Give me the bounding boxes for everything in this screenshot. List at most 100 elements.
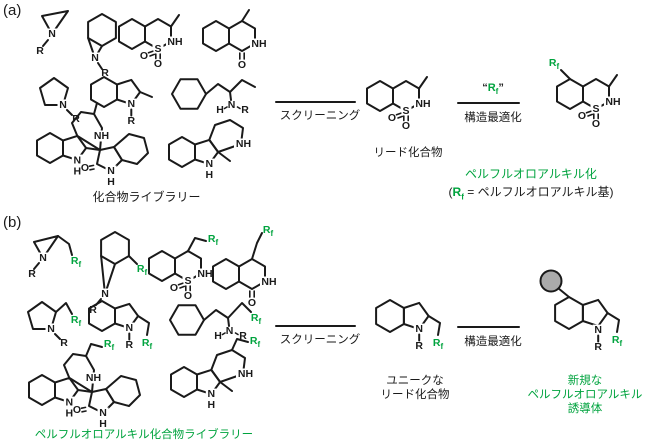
label-mask (413, 323, 425, 335)
rf-group-label: Rf (142, 337, 153, 351)
benzene-ring (168, 136, 196, 168)
atom-r: R (128, 115, 136, 127)
atom-o: O (73, 404, 81, 416)
rf-chain (427, 315, 441, 336)
s-o-double-bond (179, 285, 186, 289)
c-o-double-bond (81, 410, 87, 413)
atom-nh: NH (86, 372, 101, 384)
lactam-ring (228, 20, 256, 52)
rf-group-label: Rf (208, 233, 219, 247)
atom-h: H (206, 169, 214, 181)
atom-r: R (126, 339, 134, 351)
label-mask (92, 130, 111, 142)
atom-n: N (126, 322, 134, 334)
molecule-lactam: NH O (202, 9, 268, 71)
benzene-ring (556, 78, 584, 110)
screening-arrow-a (275, 101, 356, 103)
aziridine-ring (41, 10, 69, 35)
molecule-carboline-rf: Rf NH N H (170, 335, 260, 411)
label-mask (97, 407, 109, 419)
atom-h: H (214, 330, 222, 342)
methyl-bond (219, 381, 233, 392)
arrow-head (355, 322, 365, 331)
substituent-sphere (539, 269, 563, 293)
unique-lead-caption: ユニークな リード化合物 (380, 375, 450, 401)
chain-bonds (229, 79, 256, 93)
atom-r: R (415, 340, 423, 352)
atom-r: R (60, 337, 68, 349)
quote-close: ” (498, 82, 504, 94)
atom-nh: NH (167, 36, 182, 48)
spiro-bond (85, 147, 101, 151)
rf-chain (606, 312, 620, 333)
atom-n: N (39, 252, 47, 264)
new-derivative-caption: 新規な ペルフルオロアルキル 誘導体 (527, 375, 643, 415)
s-o-double-bond (395, 112, 402, 116)
atom-o: O (81, 162, 89, 174)
methyl-bond (418, 76, 428, 90)
label-mask (604, 96, 622, 108)
label-mask (89, 52, 101, 64)
atom-n: N (91, 52, 99, 64)
substituent-bond (557, 287, 570, 298)
lactam-core: NH O (212, 258, 278, 309)
rf-group-label: Rf (612, 334, 623, 348)
optimization-label-b: 構造最適化 (464, 336, 522, 348)
molecule-benzosultam-rf: Rf S NH O O (148, 233, 219, 302)
molecule-aziridine-rf: N R Rf (28, 235, 81, 280)
atom-o: O (170, 282, 178, 294)
screening-label-a: スクリーニング (279, 110, 361, 122)
benzosultam-core: S NH O O (148, 250, 214, 302)
rf-chain (187, 237, 207, 252)
rf-bond (560, 69, 571, 80)
methyl-bond (93, 102, 98, 115)
atom-n: N (47, 323, 55, 335)
atom-o: O (184, 290, 192, 302)
atom-o: O (154, 58, 162, 70)
molecule-aziridine: N R (36, 10, 69, 57)
n-r-bond (236, 106, 241, 110)
s-o-double-bond (149, 53, 156, 57)
atom-h: H (66, 408, 74, 420)
atom-nh: NH (94, 130, 109, 142)
chain-bonds (205, 83, 231, 95)
label-mask (592, 324, 604, 336)
aziridine-ring (33, 235, 59, 259)
c-o-double-bond (89, 168, 95, 171)
label-mask (236, 368, 255, 380)
atom-nh: NH (261, 276, 276, 288)
phenyl-ring (171, 78, 207, 110)
n-h-bond (221, 332, 226, 336)
screening-label-b: スクリーニング (279, 334, 361, 346)
s-o-double-bond (147, 50, 154, 54)
rf-group-label: Rf (433, 337, 444, 351)
atom-n: N (228, 99, 236, 111)
atom-n: N (208, 388, 216, 400)
atom-n: N (101, 288, 109, 300)
atom-nh: NH (415, 98, 430, 110)
pyrrolidine-ring (39, 77, 69, 106)
atom-n: N (74, 155, 82, 167)
molecule-carboline: NH N H (168, 119, 253, 181)
molecule-product-rf-benzosultam: Rf S NH O O (549, 57, 622, 130)
atom-r: R (239, 330, 247, 342)
c-n-bond (227, 317, 230, 327)
rf-definition-caption: (Rf = ペルフルオロアルキル基) (448, 185, 614, 202)
methyl-bond (139, 91, 153, 98)
spiro-bond (77, 389, 93, 393)
n-r-bond (234, 332, 239, 336)
label-mask (84, 372, 103, 384)
atom-n: N (128, 98, 136, 110)
n-r-bond (66, 109, 73, 116)
benzene-ring (105, 375, 141, 407)
phenyl-ring (169, 304, 205, 336)
rf-symbol: Rf (487, 82, 499, 97)
optimization-arrow-a (457, 102, 520, 104)
label-mask (105, 165, 117, 177)
pyrrole-ring (196, 368, 222, 396)
label-mask (400, 105, 412, 117)
rf-group-label: Rf (104, 338, 115, 352)
cyclohexane-ring (100, 231, 130, 265)
atom-nh: NH (236, 138, 251, 150)
benzene-ring (366, 80, 394, 112)
